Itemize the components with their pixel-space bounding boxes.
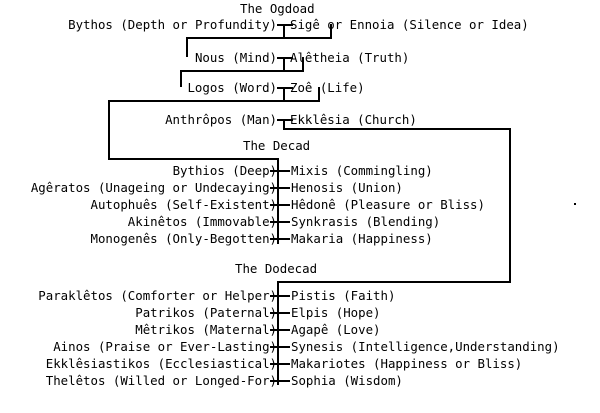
pair-connector-decad-4 — [270, 238, 290, 240]
aeon-left-dodecad-3: Ainos (Praise or Ever-Lasting) — [53, 339, 277, 354]
emanation-stem-ogdoad-2 — [283, 87, 285, 100]
section-heading-decad: The Decad — [243, 138, 311, 153]
aeon-right-dodecad-5: Sophia (Wisdom) — [291, 373, 403, 388]
pair-connector-dodecad-3 — [270, 346, 290, 348]
emanation-drop-right-ogdoad-1 — [302, 57, 304, 70]
emanation-drop-right-ogdoad-0 — [330, 24, 332, 37]
emanation-bus-to-dodecad — [283, 128, 511, 130]
pair-connector-ogdoad-0 — [277, 24, 293, 26]
aeon-right-ogdoad-2: Zoê (Life) — [290, 80, 365, 95]
pair-connector-dodecad-5 — [270, 380, 290, 382]
emanation-drop-left-ogdoad-0 — [186, 37, 188, 57]
aeon-right-decad-3: Synkrasis (Blending) — [291, 214, 441, 229]
aeon-left-ogdoad-2: Logos (Word) — [187, 80, 277, 95]
emanation-bar-ogdoad-0 — [186, 37, 332, 39]
aeon-right-dodecad-0: Pistis (Faith) — [291, 288, 396, 303]
emanation-riser-dodecad — [509, 128, 511, 283]
pair-connector-dodecad-4 — [270, 363, 290, 365]
aeon-left-dodecad-1: Patrikos (Paternal) — [135, 305, 277, 320]
aeon-right-dodecad-3: Synesis (Intelligence,Understanding) — [291, 339, 560, 354]
pair-connector-decad-2 — [270, 204, 290, 206]
section-heading-dodecad: The Dodecad — [235, 261, 318, 276]
pair-connector-decad-3 — [270, 221, 290, 223]
aeon-left-decad-1: Agêratos (Unageing or Undecaying) — [30, 180, 277, 195]
aeon-right-ogdoad-3: Ekklêsia (Church) — [290, 112, 417, 127]
aeon-right-dodecad-4: Makariotes (Happiness or Bliss) — [291, 356, 523, 371]
pair-connector-dodecad-1 — [270, 312, 290, 314]
aeon-left-dodecad-2: Mêtrikos (Maternal) — [135, 322, 277, 337]
emanation-spine-dodecad — [277, 281, 279, 385]
emanation-stem-ogdoad-3 — [283, 119, 285, 130]
pair-connector-ogdoad-2 — [277, 87, 293, 89]
aeon-right-decad-0: Mixis (Commingling) — [291, 163, 433, 178]
pair-connector-decad-0 — [270, 170, 290, 172]
aeon-right-dodecad-2: Agapê (Love) — [291, 322, 381, 337]
emanation-stem-ogdoad-1 — [283, 57, 285, 70]
pair-connector-ogdoad-3 — [277, 119, 293, 121]
aeon-left-decad-3: Akinêtos (Immovable) — [127, 214, 277, 229]
aeon-left-dodecad-4: Ekklêsiastikos (Ecclesiastical) — [45, 356, 277, 371]
emanation-drop-left-ogdoad-2 — [108, 100, 110, 160]
aeon-left-dodecad-0: Paraklêtos (Comforter or Helper) — [38, 288, 277, 303]
aeon-right-dodecad-1: Elpis (Hope) — [291, 305, 381, 320]
aeon-right-decad-2: Hêdonê (Pleasure or Bliss) — [291, 197, 485, 212]
aeon-right-ogdoad-0: Sigê or Ennoia (Silence or Idea) — [290, 17, 529, 32]
aeon-left-decad-2: Autophuês (Self-Existent) — [90, 197, 278, 212]
aeon-right-decad-4: Makaria (Happiness) — [291, 231, 433, 246]
pair-connector-ogdoad-1 — [277, 57, 293, 59]
emanation-stem-ogdoad-0 — [283, 24, 285, 37]
aeon-right-decad-1: Henosis (Union) — [291, 180, 403, 195]
scan-artifact-speck — [574, 203, 576, 205]
pair-connector-dodecad-2 — [270, 329, 290, 331]
emanation-bar-ogdoad-1 — [180, 70, 304, 72]
aeon-left-ogdoad-0: Bythos (Depth or Profundity) — [68, 17, 277, 32]
emanation-bar-ogdoad-2 — [108, 100, 320, 102]
emanation-drop-right-ogdoad-2 — [318, 87, 320, 100]
emanation-spine-decad — [277, 158, 279, 244]
emanation-drop-left-ogdoad-1 — [180, 70, 182, 87]
aeon-left-ogdoad-3: Anthrôpos (Man) — [165, 112, 277, 127]
aeon-left-decad-4: Monogenês (Only-Begotten) — [90, 231, 278, 246]
aeon-left-ogdoad-1: Nous (Mind) — [194, 50, 277, 65]
aeon-left-decad-0: Bythios (Deep) — [172, 163, 277, 178]
section-heading-ogdoad: The Ogdoad — [240, 1, 315, 16]
aeon-left-dodecad-5: Thelêtos (Willed or Longed-For) — [45, 373, 277, 388]
pair-connector-dodecad-0 — [270, 295, 290, 297]
emanation-feed-decad — [108, 158, 279, 160]
emanation-feed-dodecad — [277, 281, 511, 283]
pair-connector-decad-1 — [270, 187, 290, 189]
aeon-right-ogdoad-1: Alêtheia (Truth) — [290, 50, 410, 65]
